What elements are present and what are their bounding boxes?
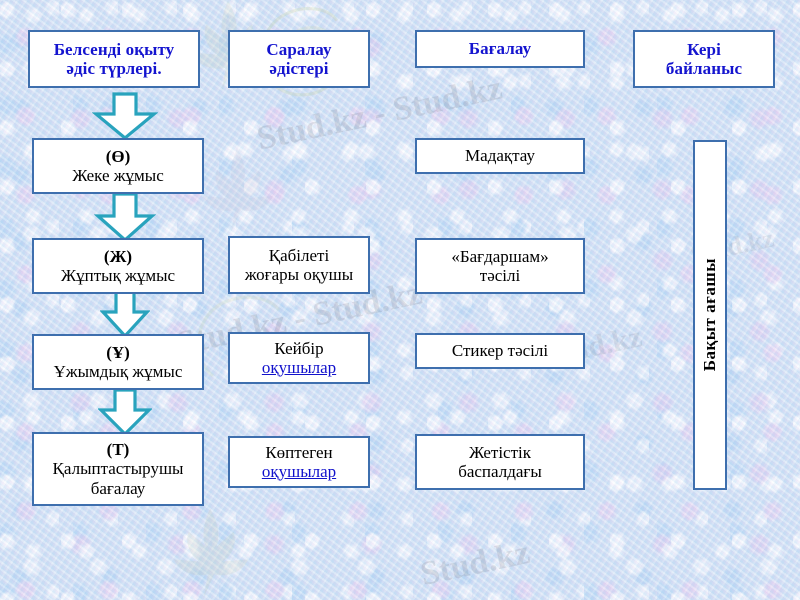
node-label: жоғары оқушы [244,265,354,284]
node-success-ladder: Жетістік баспалдағы [415,434,585,490]
node-label: Жеке жұмыс [72,166,164,185]
node-label: баспалдағы [458,462,542,481]
column-header-active-learning: Белсенді оқыту әдіс түрлері. [28,30,200,88]
node-label: Жұптық жұмыс [60,266,176,285]
node-happiness-tree: Бақыт ағашы [693,140,727,490]
node-label: Ұжымдық жұмыс [53,362,183,381]
node-label: бағалау [90,478,146,498]
down-arrow-1 [92,92,158,140]
node-code: (Т) [106,440,130,460]
node-code: (Ұ) [106,342,130,362]
node-label: Стикер тәсілі [451,341,549,361]
node-individual-work: (Ө) Жеке жұмыс [32,138,204,194]
node-label: Көптеген [265,442,333,462]
node-label: тәсілі [479,266,521,285]
node-some-students: Кейбір оқушылар [228,332,370,384]
down-arrow-2 [94,192,156,242]
node-label: «Бағдаршам» [451,246,549,266]
node-formative-assessment: (Т) Қалыптастырушы бағалау [32,432,204,506]
down-arrow-3 [100,290,150,338]
node-label: Мадақтау [465,146,535,166]
node-group-work: (Ұ) Ұжымдық жұмыс [32,334,204,390]
header-line: Саралау [266,39,332,59]
header-line: әдіс түрлері. [66,59,162,78]
header-line: байланыс [665,59,743,78]
column-header-feedback: Кері байланыс [633,30,775,88]
node-code: (Ж) [103,246,133,266]
node-label: Қалыптастырушы [52,459,184,479]
node-label-vertical: Бақыт ағашы [700,258,720,372]
column-header-differentiation: Саралау әдістері [228,30,370,88]
students-link[interactable]: оқушылар [261,358,337,377]
node-sticker-method: Стикер тәсілі [415,333,585,369]
node-high-ability-student: Қабілеті жоғары оқушы [228,236,370,294]
node-label: Кейбір [274,338,324,358]
header-line: Кері [687,39,721,59]
node-praise: Мадақтау [415,138,585,174]
down-arrow-4 [98,388,152,436]
header-line: Бағалау [468,39,532,59]
column-header-assessment: Бағалау [415,30,585,68]
node-label: Жетістік [468,442,532,462]
node-traffic-light-method: «Бағдаршам» тәсілі [415,238,585,294]
header-line: әдістері [269,59,329,78]
node-most-students: Көптеген оқушылар [228,436,370,488]
node-pair-work: (Ж) Жұптық жұмыс [32,238,204,294]
students-link[interactable]: оқушылар [261,462,337,481]
node-label: Қабілеті [268,245,330,265]
node-code: (Ө) [105,146,131,166]
header-line: Белсенді оқыту [53,39,175,59]
